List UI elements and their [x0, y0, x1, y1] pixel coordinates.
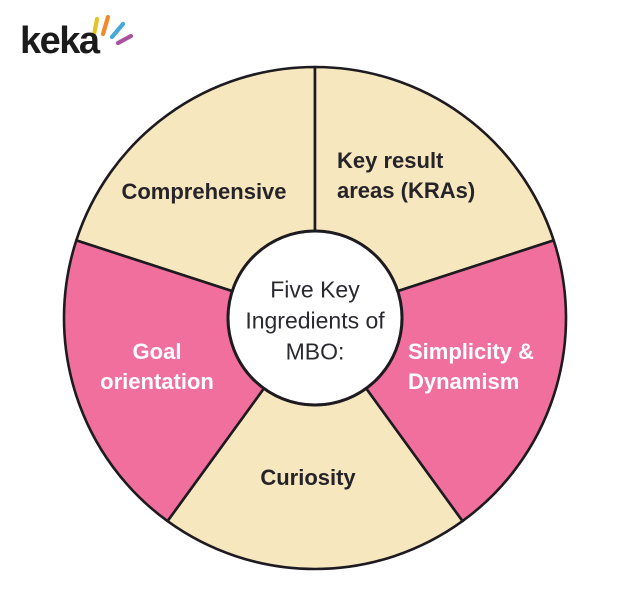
segment-label-goal-orientation: Goal orientation	[100, 337, 214, 397]
spark-yellow-icon	[91, 16, 100, 38]
label-line: Simplicity &	[408, 339, 534, 364]
segment-label-curiosity: Curiosity	[260, 463, 355, 493]
logo-text: keka	[20, 20, 100, 62]
label-line: Goal	[132, 339, 182, 364]
label-line: Comprehensive	[121, 179, 287, 204]
label-line: areas (KRAs)	[337, 178, 476, 203]
logo-sparks-icon	[91, 14, 134, 46]
label-line: Dynamism	[408, 369, 520, 394]
title-line: Five Key	[270, 276, 360, 303]
segment-label-simplicity-dynamism: Simplicity & Dynamism	[408, 337, 534, 397]
keka-logo: keka	[20, 12, 150, 67]
label-line: Curiosity	[260, 465, 356, 490]
label-line: Key result	[337, 148, 444, 173]
segment-label-key-result-areas: Key result areas (KRAs)	[337, 146, 475, 206]
title-line: Ingredients of	[245, 307, 385, 334]
center-circle	[226, 229, 404, 407]
label-line: orientation	[100, 369, 214, 394]
spark-blue-icon	[109, 21, 126, 40]
donut-segments	[62, 65, 568, 571]
spark-orange-icon	[100, 14, 111, 37]
title-line: MBO:	[285, 338, 345, 365]
spark-purple-icon	[115, 33, 134, 46]
segment-label-comprehensive: Comprehensive	[121, 177, 286, 207]
